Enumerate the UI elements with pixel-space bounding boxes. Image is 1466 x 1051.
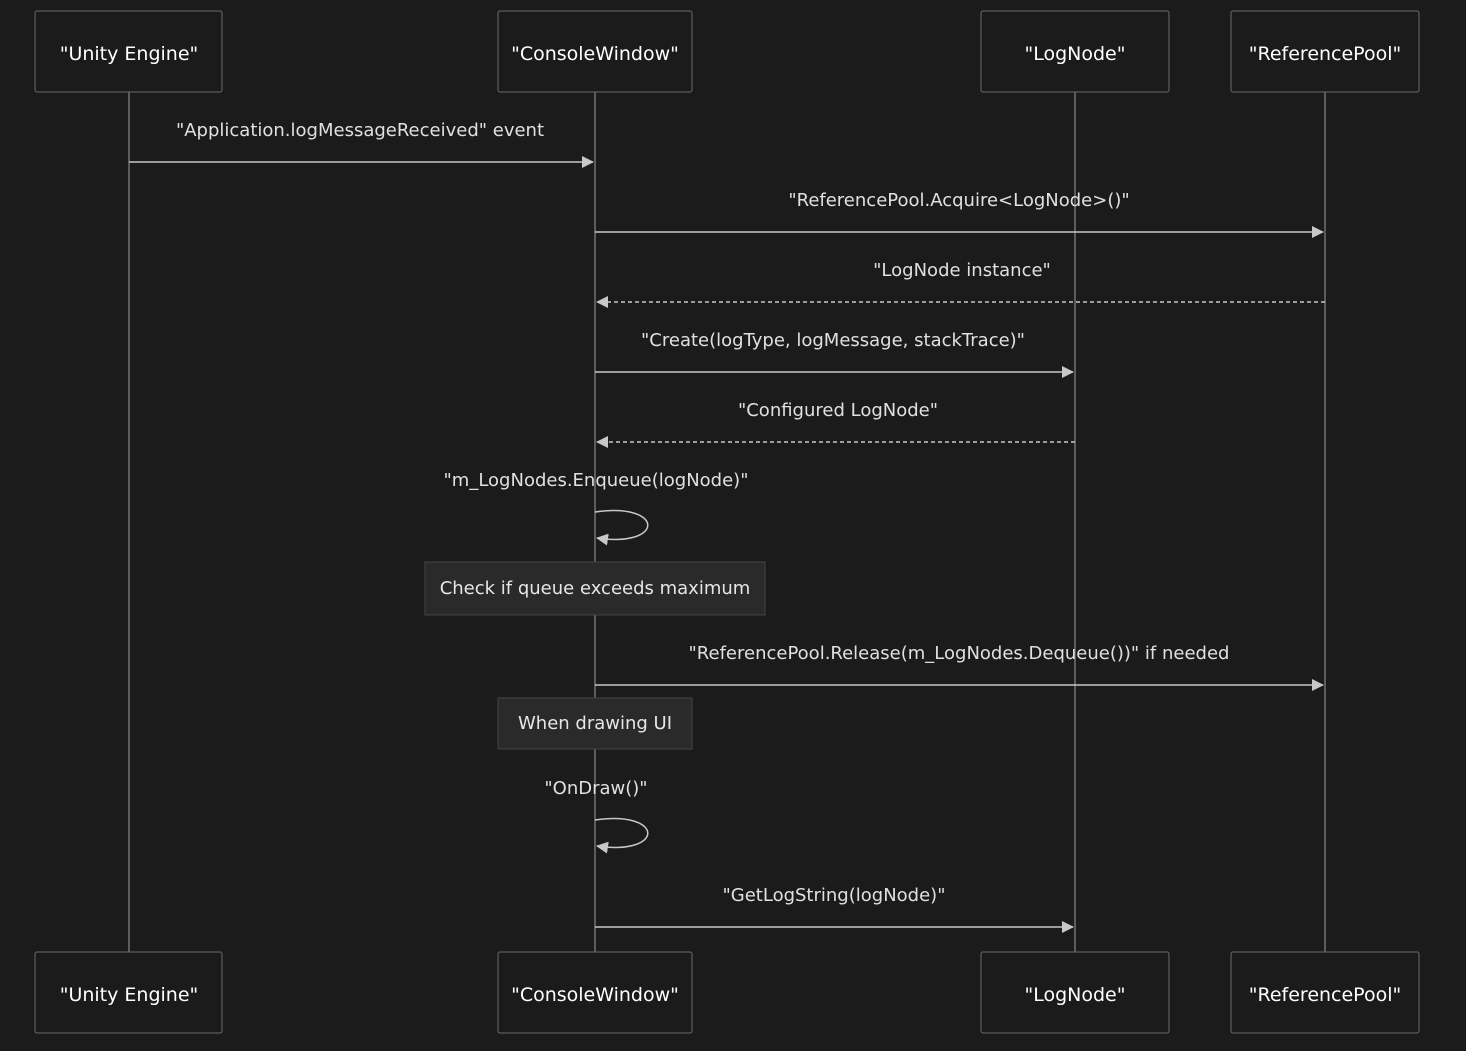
actor-label: "LogNode" xyxy=(1024,43,1125,65)
note-label: When drawing UI xyxy=(518,713,672,734)
actor-label: "ReferencePool" xyxy=(1249,43,1401,65)
note-label: Check if queue exceeds maximum xyxy=(440,578,751,599)
message-label-configured: "Configured LogNode" xyxy=(738,400,938,421)
message-label-lognode-instance: "LogNode instance" xyxy=(873,260,1051,281)
actor-top-reference-pool: "ReferencePool" xyxy=(1230,10,1420,93)
message-label-log-received: "Application.logMessageReceived" event xyxy=(176,120,544,141)
actor-bottom-console-window: "ConsoleWindow" xyxy=(497,951,693,1034)
actor-bottom-unity-engine: "Unity Engine" xyxy=(34,951,223,1034)
actor-label: "Unity Engine" xyxy=(60,984,199,1006)
message-label-acquire: "ReferencePool.Acquire<LogNode>()" xyxy=(788,190,1129,211)
message-arrow-enqueue xyxy=(594,509,649,546)
actor-bottom-lognode: "LogNode" xyxy=(980,951,1170,1034)
message-label-ondraw: "OnDraw()" xyxy=(544,778,647,799)
message-arrow-ondraw xyxy=(594,817,649,854)
actor-label: "LogNode" xyxy=(1024,984,1125,1006)
note-drawing-ui: When drawing UI xyxy=(497,697,693,750)
actor-top-unity-engine: "Unity Engine" xyxy=(34,10,223,93)
message-label-release: "ReferencePool.Release(m_LogNodes.Dequeu… xyxy=(689,643,1230,664)
actor-label: "ConsoleWindow" xyxy=(511,43,679,65)
actor-top-lognode: "LogNode" xyxy=(980,10,1170,93)
actor-label: "ReferencePool" xyxy=(1249,984,1401,1006)
message-label-enqueue: "m_LogNodes.Enqueue(logNode)" xyxy=(444,470,749,491)
actor-label: "Unity Engine" xyxy=(60,43,199,65)
actor-label: "ConsoleWindow" xyxy=(511,984,679,1006)
message-label-create: "Create(logType, logMessage, stackTrace)… xyxy=(641,330,1025,351)
message-label-getlogstring: "GetLogString(logNode)" xyxy=(723,885,946,906)
note-check-queue: Check if queue exceeds maximum xyxy=(424,561,766,616)
actor-bottom-reference-pool: "ReferencePool" xyxy=(1230,951,1420,1034)
actor-top-console-window: "ConsoleWindow" xyxy=(497,10,693,93)
